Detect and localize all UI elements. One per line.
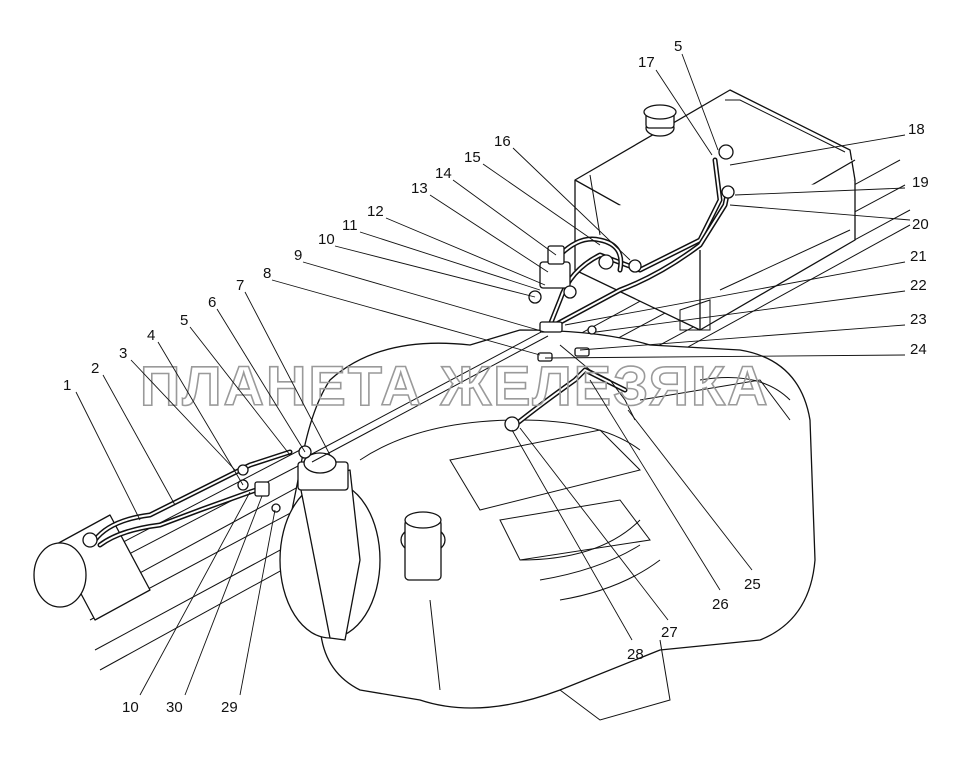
front-cylinder: [33, 514, 151, 621]
filter-housing: [279, 445, 381, 641]
callout-3: 3: [119, 345, 127, 362]
callout-23: 23: [910, 311, 927, 328]
callout-12: 12: [367, 203, 384, 220]
callout-11: 11: [342, 217, 358, 234]
callout-20: 20: [912, 216, 929, 233]
watermark: ПЛАНЕТА ЖЕЛЕЗЯКА: [140, 354, 770, 417]
callout-6: 6: [208, 294, 216, 311]
callout-2: 2: [91, 360, 99, 377]
callout-16: 16: [494, 133, 511, 150]
callout-24: 24: [910, 341, 927, 358]
callout-14: 14: [435, 165, 452, 182]
callout-5b: 5: [674, 38, 682, 55]
callout-26: 26: [712, 596, 729, 613]
callout-28: 28: [627, 646, 644, 663]
callout-17: 17: [638, 54, 655, 71]
callout-25: 25: [744, 576, 761, 593]
callout-29: 29: [221, 699, 238, 716]
callout-9: 9: [294, 247, 302, 264]
valve-cluster: [82, 144, 735, 548]
callout-13: 13: [411, 180, 428, 197]
callout-10a: 10: [318, 231, 335, 248]
callout-8: 8: [263, 265, 271, 282]
callout-18: 18: [908, 121, 925, 138]
callout-30: 30: [166, 699, 183, 716]
callout-21: 21: [910, 248, 927, 265]
fuel-lines: [92, 157, 731, 548]
callout-5a: 5: [180, 312, 188, 329]
callout-10b: 10: [122, 699, 139, 716]
callout-4: 4: [147, 327, 155, 344]
callout-27: 27: [661, 624, 678, 641]
callout-22: 22: [910, 277, 927, 294]
callouts: 1 2 3 4 5 6 7 8 9 10 11 12 13 14 15 16 1: [63, 38, 929, 716]
callout-7: 7: [236, 277, 244, 294]
callout-15: 15: [464, 149, 481, 166]
callout-1: 1: [63, 377, 71, 394]
callout-19: 19: [912, 174, 929, 191]
